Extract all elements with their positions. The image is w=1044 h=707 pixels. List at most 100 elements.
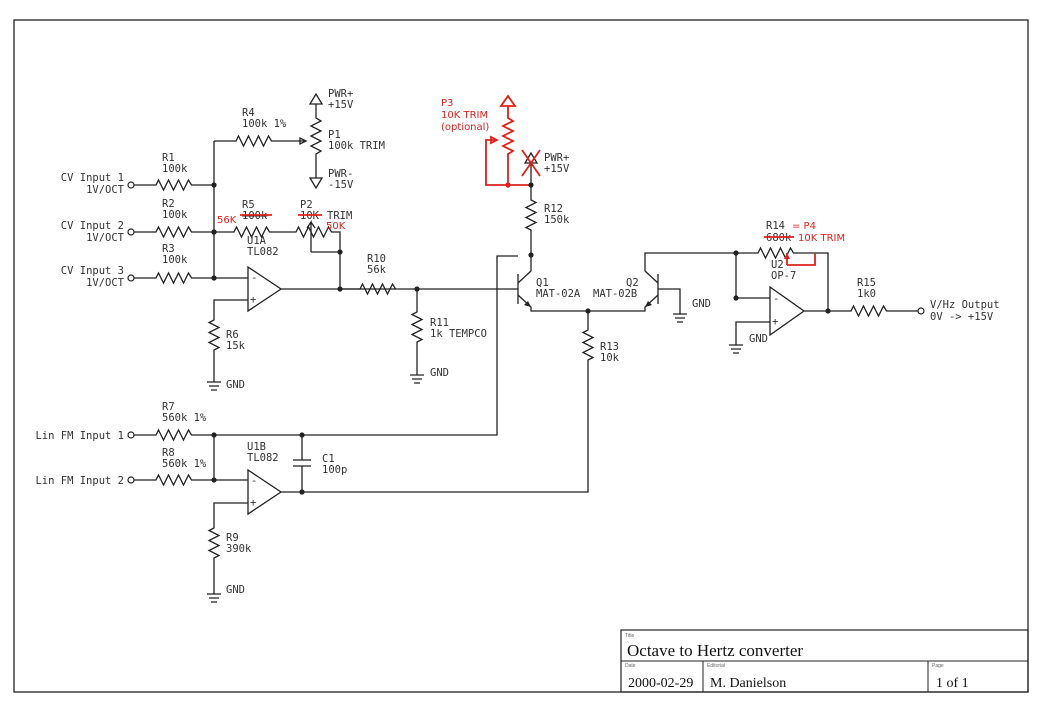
- u2-gnd: GND: [749, 333, 768, 345]
- r13-value: 10k: [600, 352, 620, 364]
- date-caption: Date: [625, 663, 636, 669]
- p2-wiper: [306, 219, 316, 252]
- u2-inv-input: [735, 253, 770, 299]
- cv2-unit: 1V/OCT: [86, 232, 125, 244]
- r10-resistor: [340, 282, 518, 296]
- p1-pos15: +15V: [328, 99, 354, 111]
- r13-ref: R13: [600, 341, 619, 353]
- r9-ref: R9: [226, 532, 239, 544]
- transistor-pair: GND Q1 MAT-02A Q2 MAT-02B R12 150k R13 1…: [517, 185, 736, 368]
- r6-ref: R6: [226, 329, 239, 341]
- r15-ref: R15: [857, 277, 876, 289]
- drawing-author: M. Danielson: [710, 676, 786, 691]
- r14-mod2: 10K TRIM: [798, 233, 845, 244]
- p2-ref: P2: [300, 199, 313, 211]
- r3-resistor: [134, 271, 214, 285]
- r15-resistor: [804, 304, 918, 318]
- u1b-output: [281, 368, 589, 493]
- drawing-page: 1 of 1: [936, 676, 969, 691]
- title-caption: Title: [625, 633, 634, 639]
- junction: [211, 477, 217, 483]
- u2-ref: U2: [771, 259, 784, 271]
- q2-emitter-arrow: [645, 301, 652, 307]
- sheet-border: [13, 19, 1029, 693]
- fm2-terminal: [127, 476, 135, 484]
- q2-ref: Q2: [626, 277, 639, 289]
- r1-resistor: [134, 178, 214, 192]
- cv1-label: CV Input 1: [61, 172, 124, 184]
- r11-resistor: [410, 289, 424, 375]
- output-label: V/Hz Output: [930, 299, 1000, 311]
- r1-value: 100k: [162, 163, 188, 175]
- gnd-symbol: [410, 374, 424, 384]
- r12-resistor: [524, 185, 538, 255]
- p3-value: 10K TRIM: [441, 110, 488, 121]
- cv2-label: CV Input 2: [61, 220, 124, 232]
- r9-resistor: [207, 502, 248, 594]
- q1-ref: Q1: [536, 277, 549, 289]
- r3-ref: R3: [162, 243, 175, 255]
- u2-opamp: [769, 285, 806, 337]
- u2-value: OP-7: [771, 270, 796, 282]
- r6-value: 15k: [226, 340, 246, 352]
- p1-neg15: -15V: [328, 179, 354, 191]
- cv3-label: CV Input 3: [61, 265, 124, 277]
- r3-value: 100k: [162, 254, 188, 266]
- r8-ref: R8: [162, 447, 175, 459]
- c1-value: 100p: [322, 464, 347, 476]
- junction: [211, 182, 217, 188]
- pwr-pos-symbol: [308, 92, 324, 105]
- r10-value: 56k: [367, 264, 387, 276]
- r6-gnd: GND: [226, 379, 245, 391]
- p1-wiper-arrow: [299, 136, 308, 146]
- p2-suffix: TRIM: [327, 210, 352, 222]
- output-terminal: [917, 307, 925, 315]
- r5-ref: R5: [242, 199, 255, 211]
- r15-value: 1k0: [857, 288, 876, 300]
- r11-value: 1k TEMPCO: [430, 328, 487, 340]
- r11-gnd: GND: [430, 367, 449, 379]
- p4-wiper-arrow: [784, 253, 790, 259]
- u1a-ref: U1A: [247, 235, 267, 247]
- r6-resistor: [207, 299, 248, 382]
- u1a-plus: +: [250, 294, 256, 306]
- p1-potentiometer: [309, 104, 323, 178]
- cv2-terminal: [127, 228, 135, 236]
- output-stage: R14 = P4 680k 10K TRIM - + U2 OP-7 GND R…: [729, 220, 1000, 354]
- r4-ref: R4: [242, 107, 255, 119]
- r10-ref: R10: [367, 253, 386, 265]
- cv3-terminal: [127, 274, 135, 282]
- author-caption: Editorial: [707, 663, 725, 669]
- r8-resistor: [134, 473, 214, 487]
- q2-gnd: GND: [692, 298, 711, 310]
- q1-emitter-arrow: [524, 301, 531, 307]
- output-range: 0V -> +15V: [930, 311, 994, 323]
- u2-minus: -: [773, 293, 779, 305]
- p2-value-old: 10K: [300, 210, 320, 222]
- r12-ref: R12: [544, 203, 563, 215]
- p3-potentiometer: [500, 106, 516, 185]
- c1-capacitor: [293, 435, 311, 492]
- junction: [211, 229, 217, 235]
- page-caption: Page: [932, 663, 944, 669]
- pwr-neg-symbol: [308, 177, 324, 190]
- gnd-symbol: [729, 344, 743, 354]
- fm1-label: Lin FM Input 1: [35, 430, 124, 442]
- junction: [528, 252, 534, 258]
- r2-value: 100k: [162, 209, 188, 221]
- u1a-opamp: [247, 265, 283, 313]
- r7-resistor: [134, 255, 518, 442]
- u2-plus: +: [772, 316, 778, 328]
- q2-value: MAT-02B: [593, 288, 637, 300]
- c1-ref: C1: [322, 453, 335, 465]
- r5-p2-feedback: [214, 225, 341, 289]
- r2-ref: R2: [162, 198, 175, 210]
- junction: [211, 275, 217, 281]
- r7-value: 560k 1%: [162, 412, 207, 424]
- gnd-symbol: [207, 381, 221, 391]
- r9-value: 390k: [226, 543, 252, 555]
- u2-noninv-input: [735, 321, 770, 345]
- cv3-unit: 1V/OCT: [86, 277, 125, 289]
- p3-crossout: [521, 149, 541, 177]
